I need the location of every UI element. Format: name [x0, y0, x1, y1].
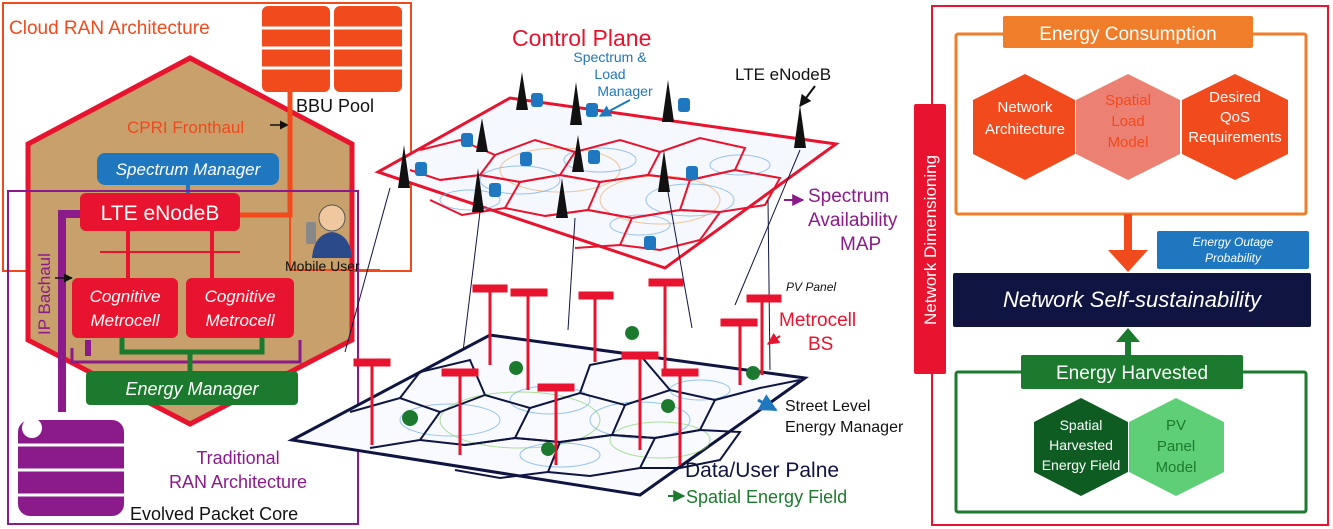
traditional-ran-line2: RAN Architecture [169, 472, 307, 492]
mobile-user-icon [306, 204, 352, 258]
spatial-harvested-line3: Energy Field [1042, 457, 1121, 473]
ip-backhaul-link [58, 210, 80, 412]
up-arrow-icon [1116, 328, 1140, 342]
spectrum-availability-line3: MAP [840, 234, 881, 255]
right-dimensioning: Network Dimensioning Energy Consumption … [914, 5, 1329, 526]
network-architecture-line1: Network [997, 99, 1053, 116]
pv-panel-model-line2: Panel [1157, 438, 1195, 455]
control-plane [374, 96, 840, 270]
energy-harvested-title-box [1021, 355, 1243, 389]
metrocell-bs-line1: Metrocell [779, 310, 856, 331]
energy-harvested-title: Energy Harvested [1056, 363, 1208, 384]
bbu-pool-label: BBU Pool [296, 96, 374, 116]
cognitive-metrocell-2 [186, 278, 294, 338]
pv-panel-model-line3: Model [1156, 459, 1197, 476]
spatial-load-model-line3: Model [1108, 134, 1149, 151]
energy-outage-line1: Energy Outage [1193, 235, 1274, 249]
energy-consumption-title: Energy Consumption [1039, 24, 1216, 45]
bbu-pool-icon [262, 6, 402, 92]
spatial-energy-field-label: Spatial Energy Field [686, 487, 847, 507]
spectrum-availability-line2: Availability [808, 210, 898, 231]
evolved-packet-core-label: Evolved Packet Core [130, 504, 298, 524]
control-plane-towers [398, 72, 806, 218]
ip-backhaul-label: IP Bachaul [35, 253, 54, 335]
traditional-ran-frame [7, 190, 359, 525]
spectrum-availability-line1: Spectrum [808, 186, 889, 207]
spectrum-manager-box [97, 153, 279, 185]
cloud-ran-title: Cloud RAN Architecture [9, 18, 210, 39]
pv-panel-model-hex [1129, 398, 1224, 496]
lte-enodeb-top-label: LTE eNodeB [735, 65, 831, 84]
control-plane-title: Control Plane [512, 25, 651, 51]
cpri-fronthaul-label: CPRI Fronthaul [127, 118, 244, 137]
center-planes: Control Plane Spectrum & Load Manager LT… [287, 25, 904, 507]
mobile-user-label: Mobile User [285, 258, 360, 274]
down-arrow-icon [1108, 250, 1148, 272]
traditional-ran-line1: Traditional [196, 448, 279, 468]
cognitive-metrocell-1-line2: Metrocell [91, 311, 161, 330]
lte-enodeb-label: LTE eNodeB [101, 202, 220, 225]
desired-qos-line3: Requirements [1188, 129, 1281, 146]
desired-qos-hex [1182, 74, 1288, 180]
spatial-load-model-line2: Load [1111, 113, 1144, 130]
left-architecture: Cloud RAN Architecture BBU Pool CPRI Fro… [2, 2, 412, 525]
street-level-line2: Energy Manager [785, 419, 904, 436]
spatial-load-model-line1: Spatial [1105, 92, 1151, 109]
spatial-load-model-hex [1076, 74, 1180, 180]
evolved-packet-core-icon [18, 418, 124, 516]
spectrum-load-manager-line2: Load [594, 66, 625, 82]
lte-enodeb-box [80, 193, 240, 231]
metrocell-posts [353, 278, 782, 465]
network-dimensioning-label: Network Dimensioning [921, 155, 940, 325]
pv-panel-model-line1: PV [1166, 417, 1186, 434]
cognitive-metrocell-2-line2: Metrocell [206, 311, 276, 330]
network-architecture-line2: Architecture [985, 121, 1065, 138]
spatial-harvested-line1: Spatial [1060, 417, 1103, 433]
network-dimensioning-tab [914, 104, 946, 374]
cognitive-metrocell-1-line1: Cognitive [90, 287, 161, 306]
street-level-line1: Street Level [785, 398, 870, 415]
metrocell-bs-line2: BS [808, 334, 833, 355]
network-architecture-hex [973, 74, 1075, 180]
energy-outage-line2: Probability [1205, 251, 1262, 265]
cognitive-metrocell-1 [72, 278, 178, 338]
energy-manager-box [86, 371, 298, 405]
spatial-harvested-line2: Harvested [1049, 437, 1113, 453]
desired-qos-line1: Desired [1209, 89, 1261, 106]
spectrum-load-manager-line1: Spectrum & [573, 49, 647, 65]
energy-manager-label: Energy Manager [125, 379, 259, 399]
control-plane-managers [415, 93, 698, 250]
network-self-sustainability-box [953, 273, 1311, 327]
spectrum-manager-label: Spectrum Manager [116, 160, 262, 179]
spectrum-load-manager-line3: Manager [597, 83, 653, 99]
data-user-plane-label: Data/User Palne [685, 459, 839, 482]
spatial-harvested-hex [1034, 398, 1128, 496]
cognitive-metrocell-2-line1: Cognitive [205, 287, 276, 306]
street-energy-managers [402, 326, 761, 464]
pv-panel-label: PV Panel [786, 280, 836, 294]
network-self-sustainability-label: Network Self-sustainability [1003, 287, 1263, 312]
desired-qos-line2: QoS [1220, 109, 1250, 126]
energy-outage-box [1157, 231, 1309, 269]
energy-consumption-title-box [1003, 16, 1253, 48]
